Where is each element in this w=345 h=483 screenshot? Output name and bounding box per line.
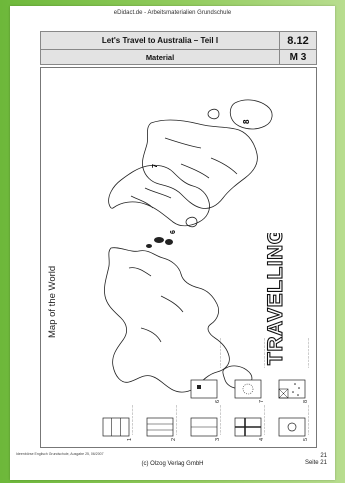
flag-item-7: 7 ...................... <box>234 337 267 403</box>
header-table: Let's Travel to Australia – Teil I 8.12 … <box>40 31 317 65</box>
map-africa <box>108 164 210 227</box>
flag-line-5: ...................... <box>305 404 311 435</box>
flag-item-8: 8 ...................... <box>278 337 311 403</box>
flag-line-7: ...................... <box>261 337 267 368</box>
worksheet-code: 8.12 <box>279 31 317 50</box>
flag-item-6: 6 ...................... <box>190 337 223 403</box>
flag-number-5: 5 <box>303 438 309 441</box>
flag-item-4: 4 ...................... <box>234 404 267 441</box>
map-marker-8: 8 <box>242 119 251 124</box>
page-number-block: 21 Seite 21 <box>305 453 327 467</box>
flag-number-4: 4 <box>259 438 265 441</box>
flag-item-5: 5 ...................... <box>278 404 311 441</box>
worksheet-subtitle: Material <box>40 49 280 65</box>
map-frame: Map of the World <box>40 67 317 448</box>
flag-number-1: 1 <box>127 438 133 441</box>
footer-source: Ideenbörse Englisch Grundschule, Ausgabe… <box>16 452 104 456</box>
flag-item-3: 3 ...................... <box>190 404 223 441</box>
flag-number-6: 6 <box>215 400 221 403</box>
flag-item-1: 1 ...................... <box>102 404 135 441</box>
worksheet-page: eDidact.de - Arbeitsmaterialien Grundsch… <box>10 6 335 480</box>
worksheet-title: Let's Travel to Australia – Teil I <box>40 31 280 50</box>
map-americas <box>104 247 230 393</box>
flag-number-2: 2 <box>171 438 177 441</box>
world-map <box>104 99 273 393</box>
map-markers: 6 7 8 <box>152 119 251 234</box>
flag-line-3: ...................... <box>217 404 223 435</box>
map-australia <box>229 99 273 130</box>
travelling-word: TRAVELLING <box>264 233 287 365</box>
flag-line-1: ...................... <box>129 404 135 435</box>
flags-section: 1 ...................... 2 .............… <box>102 337 311 441</box>
map-marker-6: 6 <box>170 230 177 234</box>
material-code: M 3 <box>279 49 317 65</box>
footer-copyright: (c) Olzog Verlag GmbH <box>141 461 204 467</box>
flag-line-4: ...................... <box>261 404 267 435</box>
flag-line-6: ...................... <box>217 337 223 368</box>
page-number: 21 <box>320 453 327 459</box>
flag-number-8: 8 <box>303 400 309 403</box>
page-label: Seite 21 <box>304 460 327 466</box>
flag-item-2: 2 ...................... <box>146 404 179 441</box>
map-eurasia <box>142 119 258 209</box>
flag-number-7: 7 <box>259 400 265 403</box>
map-marker-7: 7 <box>152 164 159 168</box>
site-header: eDidact.de - Arbeitsmaterialien Grundsch… <box>113 10 232 16</box>
flag-line-8: ...................... <box>305 337 311 368</box>
travelling-lettering: TRAVELLING <box>263 233 287 366</box>
flag-number-3: 3 <box>215 438 221 441</box>
flag-line-2: ...................... <box>173 404 179 435</box>
